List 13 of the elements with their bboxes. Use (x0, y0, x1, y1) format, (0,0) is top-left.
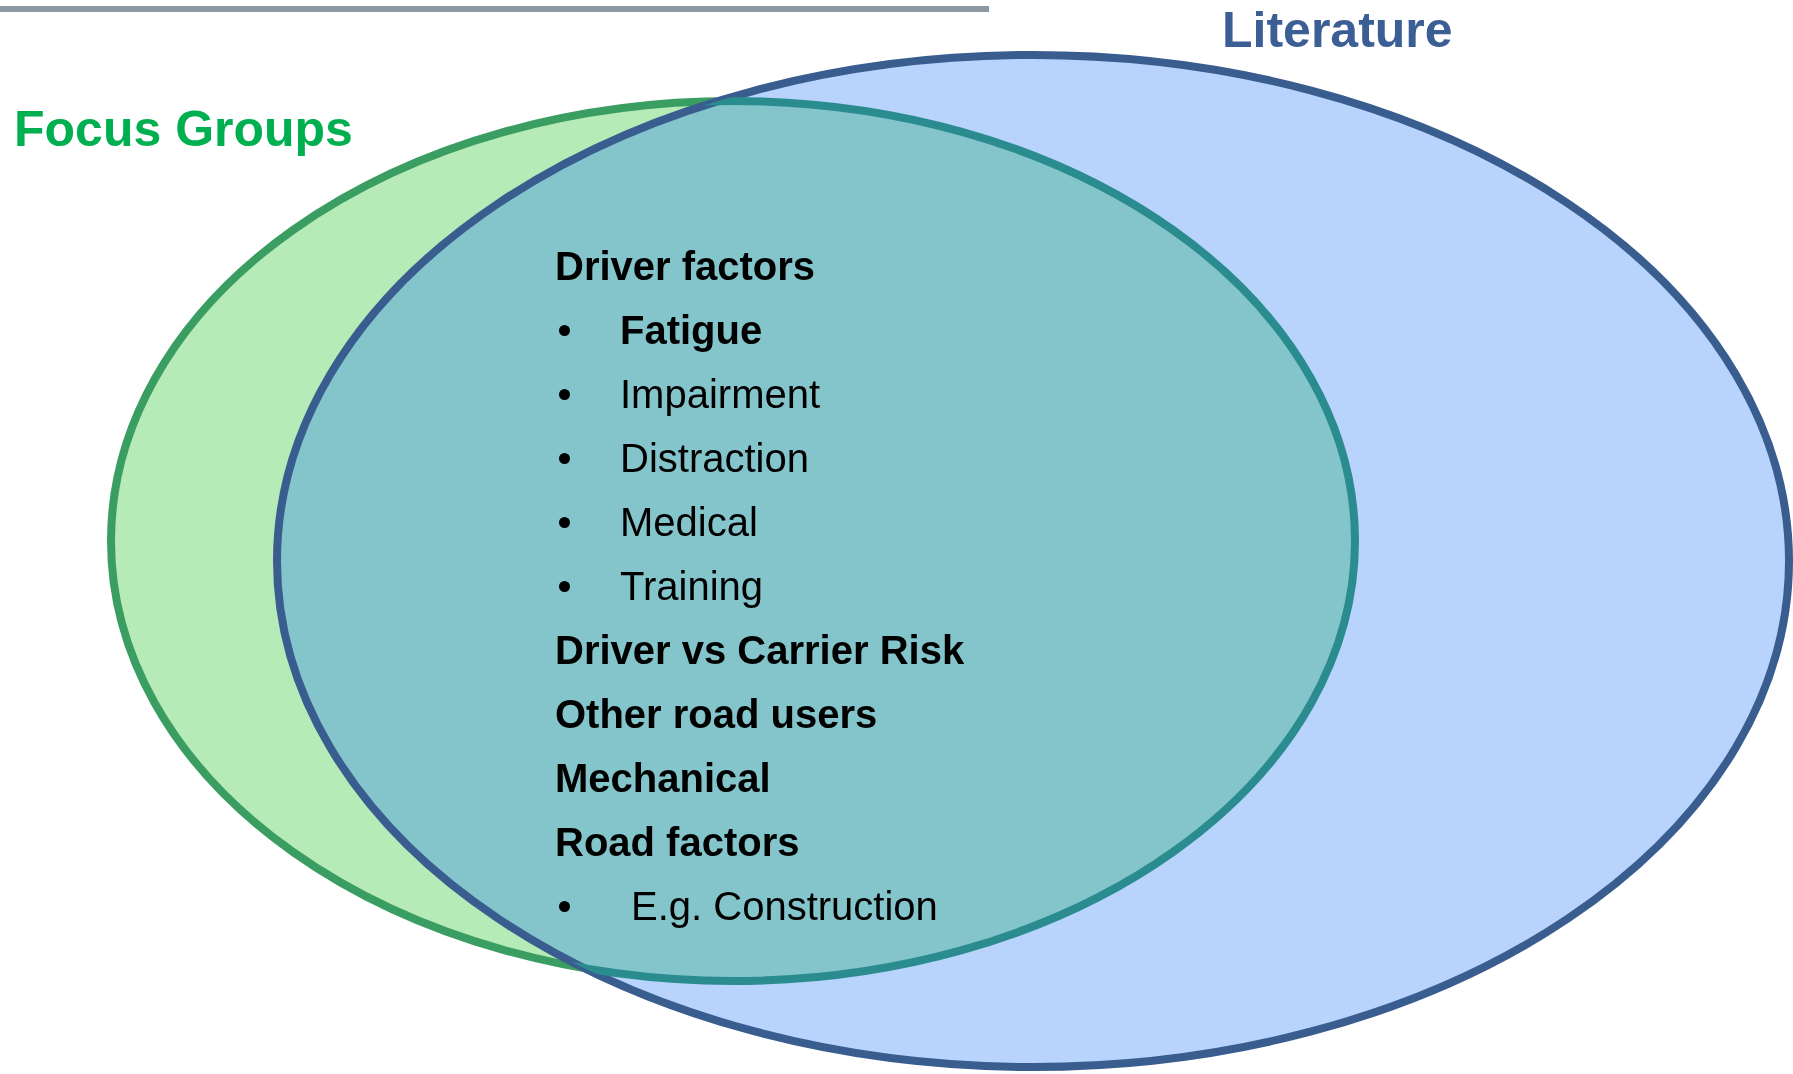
category-heading: Mechanical (555, 755, 771, 801)
list-item: Impairment (620, 371, 821, 417)
category-heading: Driver factors (555, 243, 816, 289)
list-item: E.g. Construction (631, 883, 938, 929)
list-item: Fatigue (620, 307, 763, 353)
category-heading: Driver vs Carrier Risk (555, 627, 965, 673)
list-item: Distraction (620, 435, 809, 481)
category-heading: Road factors (555, 819, 800, 865)
category-heading: Other road users (555, 691, 878, 737)
set-label: Focus Groups (14, 102, 353, 157)
list-item: Medical (620, 499, 758, 545)
set-label: Literature (1222, 3, 1453, 58)
list-item: Training (620, 563, 764, 609)
